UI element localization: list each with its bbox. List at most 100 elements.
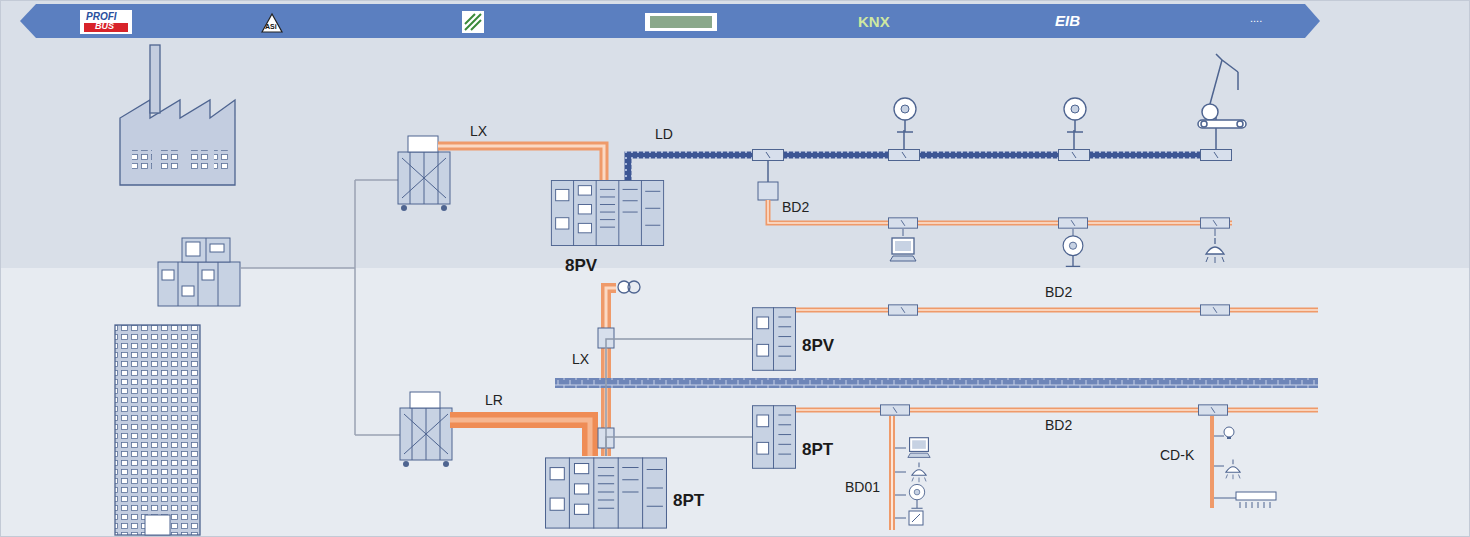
busbar-BD01 (909, 484, 924, 508)
busbar-LD (1237, 72, 1239, 90)
transformers (443, 461, 449, 467)
riser-LX (598, 328, 614, 348)
busbar-label: BD2 (1045, 418, 1072, 433)
busbar-LR (450, 420, 590, 456)
cable-CD-K (1226, 460, 1240, 480)
fire-wall (555, 378, 1318, 388)
transformers (401, 205, 407, 211)
busbar-label: BD2 (782, 200, 809, 215)
feeder-cables (240, 180, 400, 435)
busbar-LD (1198, 54, 1246, 128)
office-building-icon (115, 325, 200, 535)
transformers (402, 152, 446, 204)
busbar-BD2-top (1200, 218, 1229, 228)
logo-text: EIB (1055, 13, 1080, 30)
switchboards (752, 307, 795, 371)
busbar-BD2-top (768, 200, 1232, 223)
switchgear-icon (182, 286, 194, 296)
transformers (403, 461, 409, 467)
switchboard-8pt: 8PT (545, 456, 667, 530)
busbar-LD (1059, 150, 1090, 161)
busbar-BD2-lower (1198, 405, 1227, 415)
cable-CD-K (1224, 427, 1234, 437)
busbar-BD01 (889, 416, 895, 530)
switchgear-icon (162, 270, 174, 280)
cable-CD-K (1236, 492, 1276, 500)
feeder-cables (240, 180, 400, 435)
busbar-LX-top (438, 146, 604, 180)
busbar-LD (1237, 121, 1243, 127)
busbar-BD2-middle (1200, 305, 1229, 315)
bus-banner (262, 14, 282, 32)
office-building-icon (145, 515, 170, 535)
switchgear-icon (210, 244, 224, 252)
busbar-BD2-top (767, 161, 769, 182)
tap-off-cable (606, 339, 752, 456)
busbar-BD2-middle (796, 309, 1318, 311)
riser-LX (598, 281, 640, 456)
factory-icon (188, 150, 208, 170)
bus-banner (20, 4, 1320, 38)
switchboard-label: 8PT (673, 491, 704, 511)
busbar-label: BD01 (845, 480, 880, 495)
more-marker: .... (1250, 12, 1262, 24)
transformers (441, 205, 447, 211)
cable-CD-K (1240, 502, 1270, 508)
bus-banner (462, 11, 484, 33)
busbar-BD01 (912, 463, 926, 483)
busbar-BD01 (912, 514, 920, 522)
busbar-BD2-top (903, 229, 1215, 236)
factory-icon (120, 45, 235, 185)
switchboard-label: 8PT (802, 440, 833, 460)
cable-CD-K (1227, 437, 1231, 439)
switchboards (546, 180, 796, 529)
switchboards (551, 180, 663, 246)
factory-icon (150, 45, 160, 113)
bus-banner (1048, 10, 1088, 34)
busbar-LX-top (438, 146, 604, 180)
busbar-LD (894, 98, 916, 132)
busbar-label: LX (572, 352, 589, 367)
switchgear-icon (158, 262, 240, 306)
distribution-board: 8PV (752, 306, 796, 372)
busbar-BD2-top (890, 238, 916, 261)
busbar-BD2-top (1206, 238, 1224, 263)
busbar-BD01 (895, 448, 906, 518)
busbar-BD01 (909, 511, 923, 525)
logo-text: ASi (265, 23, 277, 31)
busbar-BD01 (892, 416, 930, 530)
factory-icon (120, 100, 235, 185)
busbar-BD2-top (758, 161, 1232, 266)
busbar-LX-top (438, 146, 604, 180)
background (0, 0, 1470, 268)
busbar-LD (753, 150, 784, 161)
busbar-BD2-lower (796, 409, 1318, 411)
bus-banner (650, 16, 712, 28)
busbar-label: BD2 (1045, 285, 1072, 300)
busbar-LD (889, 150, 920, 161)
transformers (398, 152, 450, 204)
busbar-label: CD-K (1160, 448, 1194, 463)
busbar-LD (1064, 98, 1086, 132)
cable-CD-K (1212, 416, 1276, 508)
cable-CD-K (1210, 416, 1214, 508)
busbar-LD (628, 155, 1232, 182)
logo-text: KNX (858, 14, 890, 31)
bus-banner (20, 4, 1320, 38)
busbar-BD2-middle (888, 305, 917, 315)
logo-text: PROFI (86, 11, 117, 22)
busbar-BD2-top (888, 218, 917, 228)
busbar-LD (1210, 54, 1238, 104)
background (0, 268, 1470, 537)
switchgear-icon (158, 238, 240, 306)
bus-banner (465, 14, 481, 30)
busbar-LD (1202, 104, 1218, 120)
bus-banner (80, 10, 132, 34)
tap-off-cable (606, 437, 752, 456)
busbar-LD (628, 54, 1246, 182)
transformers (410, 392, 440, 408)
